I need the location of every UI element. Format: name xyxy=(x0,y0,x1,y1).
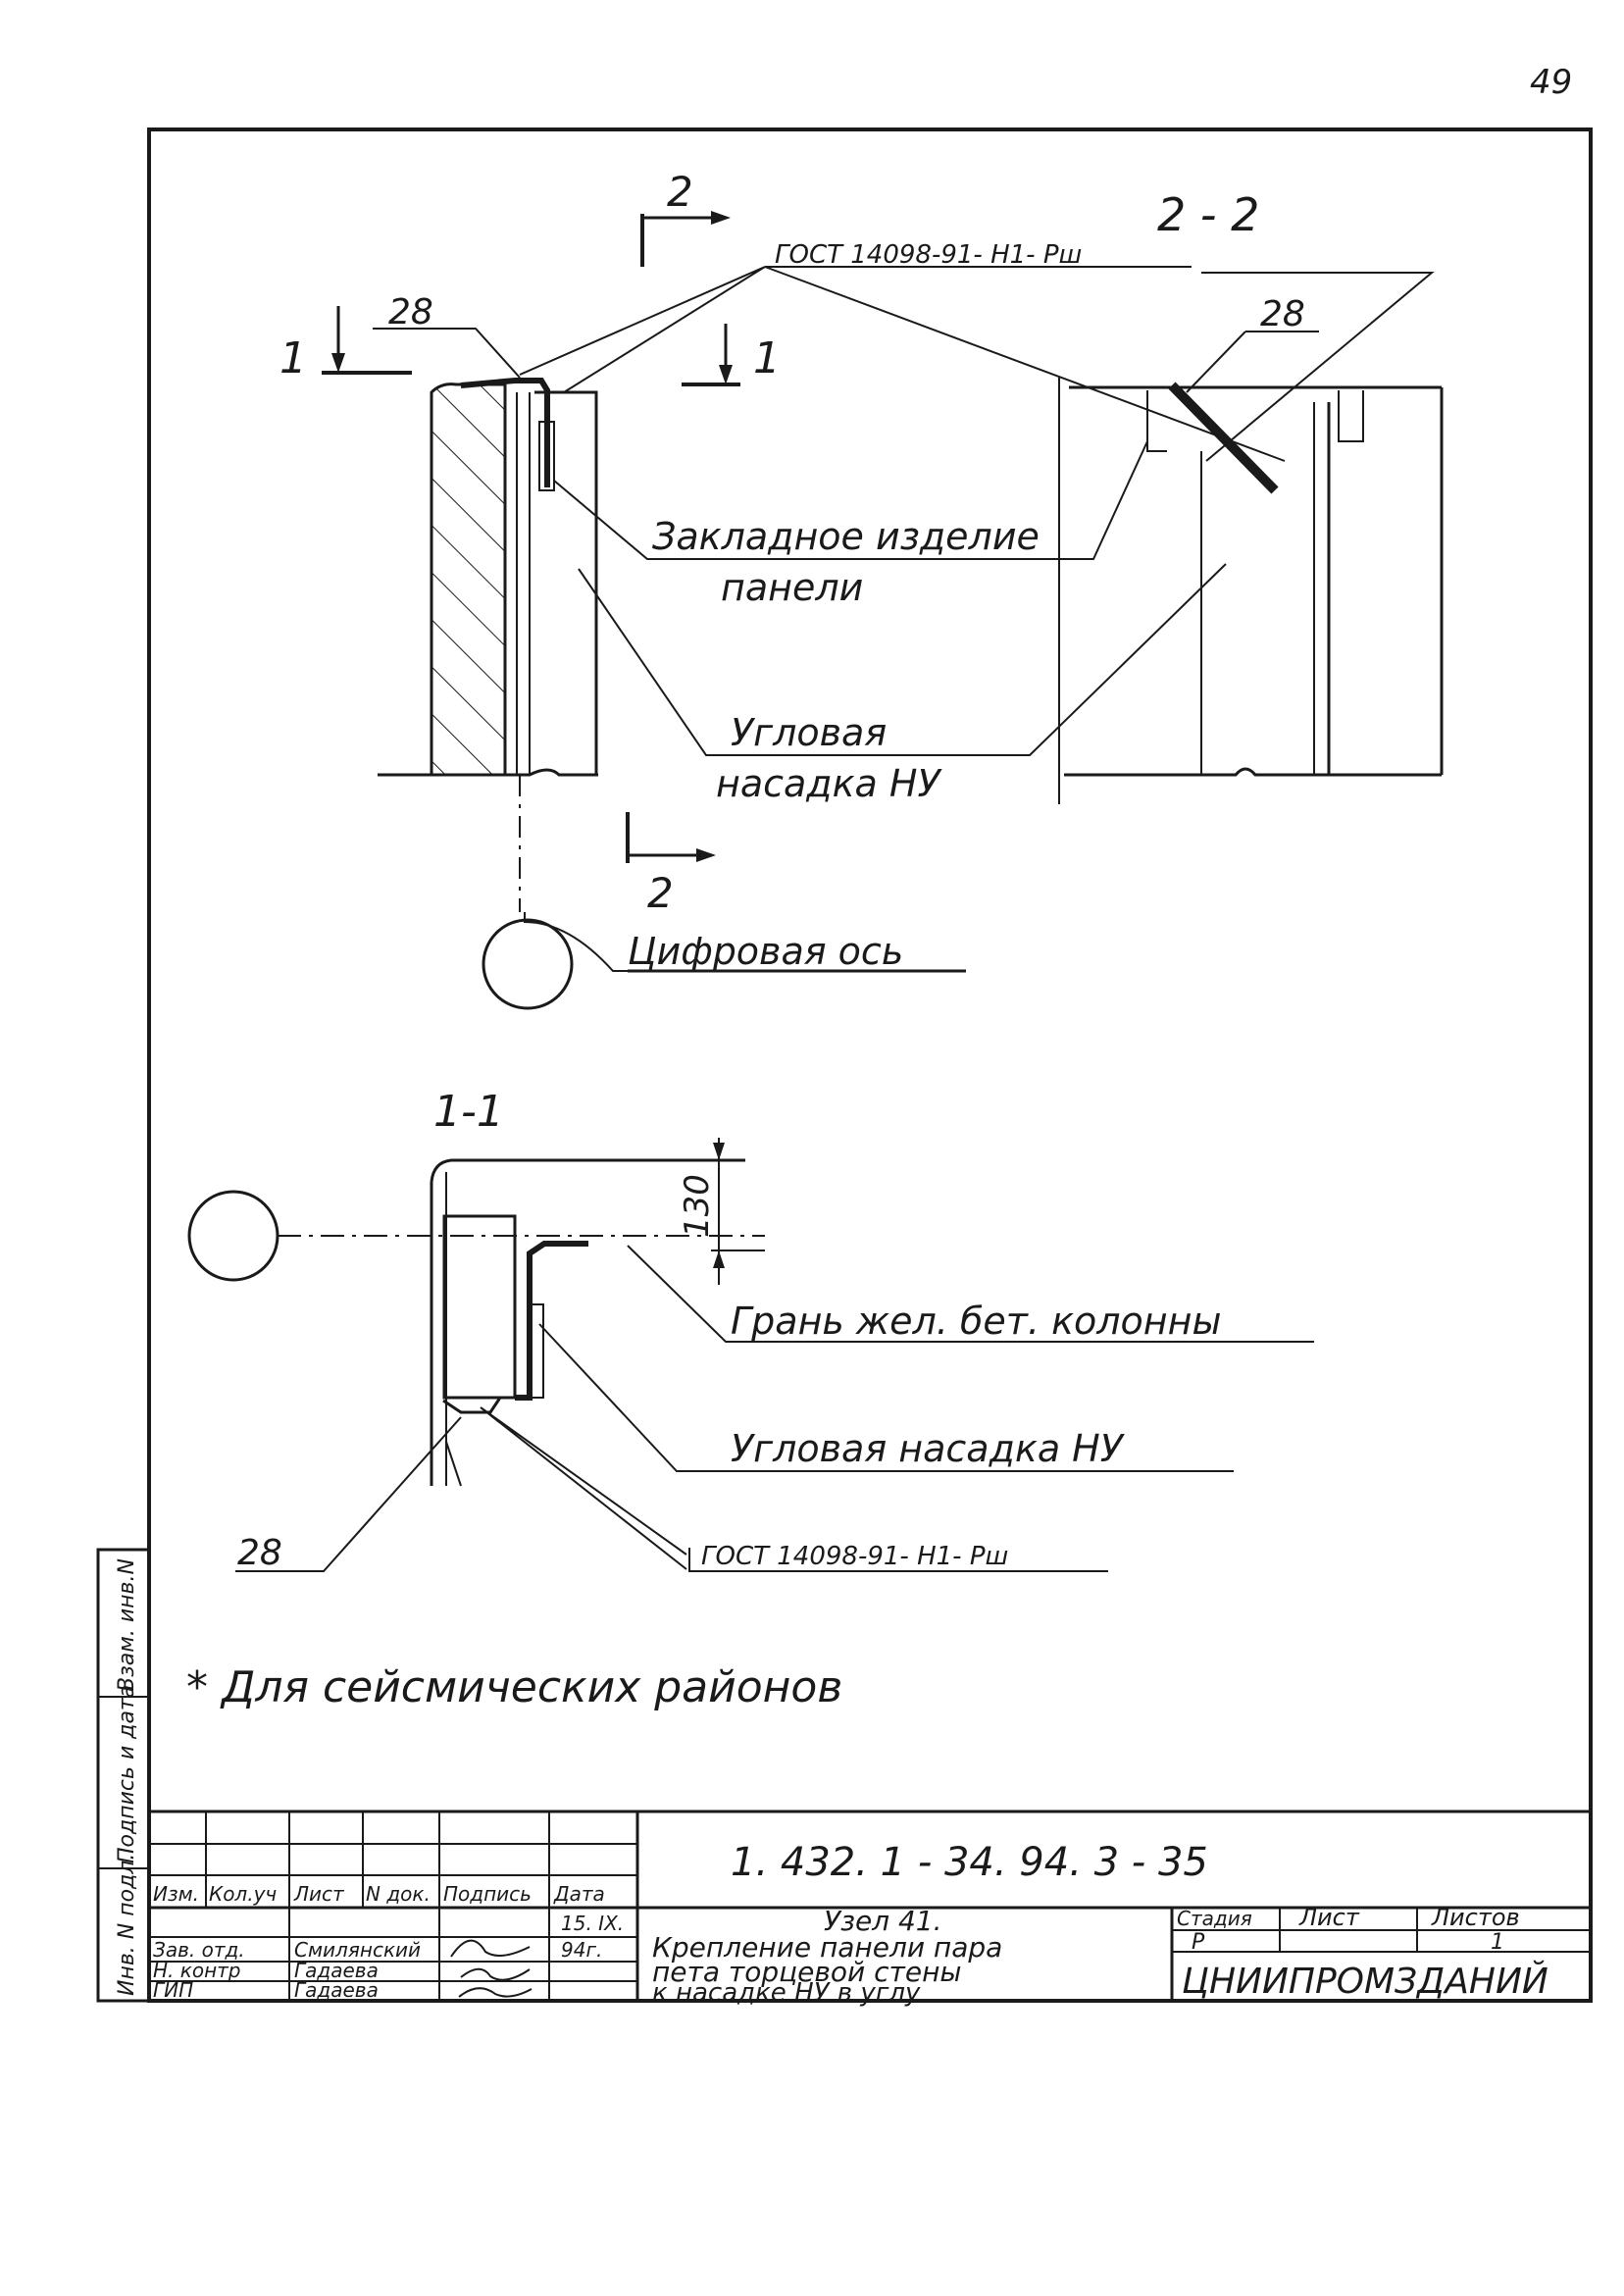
svg-text:2: 2 xyxy=(647,869,674,917)
weld-28-right: 28 xyxy=(1260,294,1305,334)
tb-header-izm: Изм. xyxy=(153,1882,199,1906)
tb-stage-header: Стадия xyxy=(1177,1907,1252,1930)
signature-2 xyxy=(460,1967,531,1981)
tb-row1-date: 15. IX. xyxy=(561,1912,624,1935)
callout-embedded-line1: Закладное изделие xyxy=(652,515,1040,558)
dimension-130: 130 xyxy=(678,1174,717,1238)
tb-stage-value: Р xyxy=(1192,1930,1205,1955)
tb-desc-2: Крепление панели пара xyxy=(652,1931,1002,1964)
svg-text:1: 1 xyxy=(279,333,307,383)
axis-label: Цифровая ось xyxy=(628,930,903,973)
cut-mark-1-right: 1 xyxy=(682,324,781,386)
stamp-field-3: Взам. инв.N xyxy=(115,1558,139,1692)
side-stamp: Взам. инв.N Подпись и дата Инв. N подл. xyxy=(96,1548,151,2003)
callout-face: Грань жел. бет. колонны xyxy=(731,1300,1222,1343)
signature-1 xyxy=(450,1939,531,1958)
tb-sheet-header: Лист xyxy=(1298,1904,1360,1931)
tb-sheets-value: 1 xyxy=(1491,1930,1504,1955)
title-block: Изм. Кол.уч Лист N док. Подпись Дата Зав… xyxy=(149,1810,1591,2008)
section-1-1-title: 1-1 xyxy=(433,1087,504,1137)
svg-text:2: 2 xyxy=(667,168,693,216)
section-1-1-view: 130 Грань жел. бет. колонны Угловая наса… xyxy=(187,1138,1314,1573)
tb-desc-1: Узел 41. xyxy=(824,1905,942,1937)
embedded-plate xyxy=(538,421,555,491)
cut-mark-2-bottom: 2 xyxy=(626,812,716,917)
tb-row2-name: Гадаева xyxy=(294,1959,379,1982)
tb-header-ndok: N док. xyxy=(366,1882,431,1906)
axis-circle-2 xyxy=(187,1190,279,1282)
corner-angle-2 xyxy=(515,1241,588,1401)
section-2-2-title: 2 - 2 xyxy=(1157,188,1259,241)
axis-circle xyxy=(482,918,574,1010)
tb-row1-role: Зав. отд. xyxy=(153,1938,245,1962)
tb-header-podpis: Подпись xyxy=(443,1882,532,1906)
weld-bar xyxy=(1168,382,1279,494)
weld-28-bottom: 28 xyxy=(237,1533,282,1573)
panel-hatched xyxy=(430,383,507,777)
callout-corner-line1: Угловая xyxy=(731,711,887,754)
signature-3 xyxy=(458,1987,533,1998)
elevation-left: Цифровая ось xyxy=(378,378,966,1010)
gost-label-bottom: ГОСТ 14098-91- Н1- Рш xyxy=(701,1542,1008,1571)
tb-row3-role: ГИП xyxy=(153,1978,193,2002)
callouts-2-2: Закладное изделие панели Угловая насадка… xyxy=(553,440,1227,805)
cut-mark-2-top: 2 xyxy=(640,168,731,267)
seismic-note: * Для сейсмических районов xyxy=(186,1662,842,1712)
svg-text:1: 1 xyxy=(753,333,781,383)
tb-row2-date: 94г. xyxy=(561,1938,602,1962)
weld-28-left: 28 xyxy=(388,292,433,332)
stamp-field-1: Инв. N подл. xyxy=(115,1854,139,1996)
cut-mark-1-left: 1 xyxy=(279,306,412,383)
callout-corner-1-1: Угловая насадка НУ xyxy=(731,1427,1126,1470)
tb-header-list: Лист xyxy=(293,1882,345,1906)
tb-header-data: Дата xyxy=(553,1882,605,1906)
callout-corner-line2: насадка НУ xyxy=(716,762,942,805)
tb-sheets-header: Листов xyxy=(1431,1904,1520,1931)
tb-row3-name: Гадаева xyxy=(294,1978,379,2002)
tb-desc-4: к насадке НУ в углу xyxy=(652,1978,921,2008)
tb-row1-name: Смилянский xyxy=(294,1938,421,1962)
tb-row2-role: Н. контр xyxy=(153,1959,241,1982)
section-2-2-view: 28 xyxy=(1058,294,1444,804)
stamp-field-2: Подпись и дата xyxy=(115,1685,139,1863)
tb-desc-3: пета торцевой стены xyxy=(652,1956,961,1988)
callout-embedded-line2: панели xyxy=(721,566,863,609)
tb-organization: ЦНИИПРОМЗДАНИЙ xyxy=(1182,1961,1548,2002)
sheet-frame xyxy=(147,128,1593,2003)
gost-label-top: ГОСТ 14098-91- Н1- Рш xyxy=(775,240,1082,270)
drawing-code: 1. 432. 1 - 34. 94. 3 - 35 xyxy=(731,1840,1208,1885)
tb-header-kolvo: Кол.уч xyxy=(209,1882,277,1906)
page-number: 49 xyxy=(1530,63,1572,102)
